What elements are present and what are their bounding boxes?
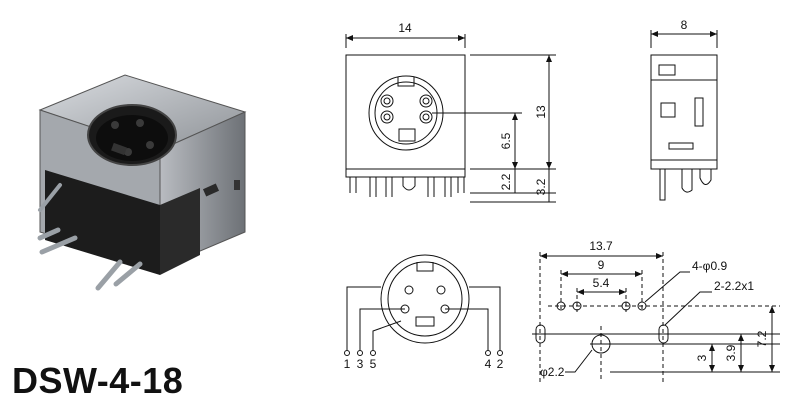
dim-front-width: 14 — [398, 21, 412, 35]
pin-label-2: 2 — [497, 357, 504, 371]
pcb-footprint — [532, 252, 780, 382]
dim-offset-7-2: 7.2 — [755, 330, 769, 347]
hole-spec-label: 4-φ0.9 — [692, 259, 727, 273]
pin-view — [344, 254, 503, 356]
dim-pin-span: 9 — [598, 258, 605, 272]
side-view — [650, 30, 718, 201]
dim-pin-height: 6.5 — [499, 132, 513, 149]
dim-offset-3: 3 — [695, 354, 709, 361]
dim-inner-span: 5.4 — [593, 276, 610, 290]
dim-side-depth: 8 — [681, 18, 688, 32]
connector-illustration — [37, 74, 247, 291]
socket-pin-hole-icon — [111, 121, 119, 129]
pin-label-3: 3 — [357, 357, 364, 371]
slot-spec-label: 2-2.2x1 — [714, 279, 754, 293]
dim-leg-length: 3.2 — [534, 178, 548, 195]
dim-front-height: 13 — [534, 105, 548, 119]
dim-offset-3-9: 3.9 — [724, 344, 738, 361]
front-view — [345, 34, 556, 203]
center-hole-label: φ2.2 — [540, 365, 565, 379]
pin-label-5: 5 — [370, 357, 377, 371]
model-name: DSW-4-18 — [12, 360, 184, 401]
dim-pin-offset: 2.2 — [499, 173, 513, 190]
pin-label-1: 1 — [344, 357, 351, 371]
pin-label-4: 4 — [485, 357, 492, 371]
dim-overall-width: 13.7 — [589, 239, 613, 253]
